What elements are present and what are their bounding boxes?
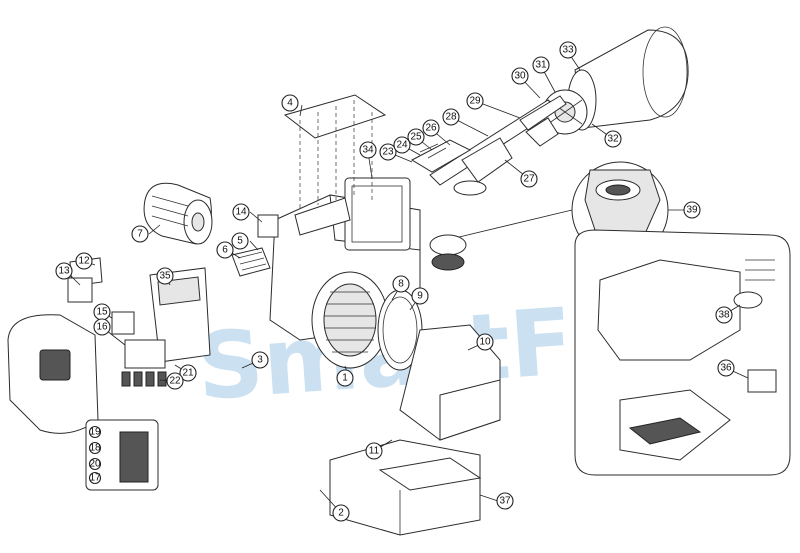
svg-text:16: 16 bbox=[96, 322, 108, 333]
callout-22: 22 bbox=[166, 372, 184, 390]
callout-16: 16 bbox=[93, 318, 111, 336]
callout-30: 30 bbox=[511, 67, 529, 85]
callout-12: 12 bbox=[75, 252, 93, 270]
control-panel-inset bbox=[85, 419, 159, 491]
svg-text:15: 15 bbox=[96, 307, 108, 318]
svg-text:28: 28 bbox=[445, 112, 457, 123]
svg-text:5: 5 bbox=[237, 236, 243, 247]
callout-33: 33 bbox=[559, 41, 577, 59]
callout-14: 14 bbox=[232, 203, 250, 221]
callout-29: 29 bbox=[466, 92, 484, 110]
terminal-block bbox=[121, 371, 167, 387]
svg-text:34: 34 bbox=[362, 145, 374, 156]
callout-13: 13 bbox=[55, 262, 73, 280]
svg-text:38: 38 bbox=[718, 310, 730, 321]
svg-text:20: 20 bbox=[89, 459, 101, 470]
svg-text:11: 11 bbox=[369, 446, 380, 457]
svg-text:1: 1 bbox=[342, 373, 348, 384]
svg-text:31: 31 bbox=[535, 60, 547, 71]
callout-5: 5 bbox=[231, 232, 249, 250]
callout-10: 10 bbox=[476, 333, 494, 351]
svg-text:32: 32 bbox=[607, 134, 619, 145]
svg-text:29: 29 bbox=[469, 96, 481, 107]
callout-35: 35 bbox=[156, 267, 174, 285]
variant-inset bbox=[574, 229, 791, 476]
fan-wheel bbox=[311, 271, 423, 371]
gas-elbow bbox=[453, 137, 513, 196]
callout-31: 31 bbox=[532, 56, 550, 74]
svg-text:7: 7 bbox=[137, 229, 143, 240]
callout-1: 1 bbox=[336, 369, 354, 387]
panel-callout-20: 20 bbox=[88, 457, 102, 471]
svg-text:9: 9 bbox=[417, 291, 423, 302]
callout-23: 23 bbox=[379, 143, 397, 161]
callout-8: 8 bbox=[392, 275, 410, 293]
callout-24: 24 bbox=[393, 136, 411, 154]
callout-11: 11 bbox=[365, 442, 383, 460]
svg-text:17: 17 bbox=[89, 473, 101, 484]
callout-28: 28 bbox=[442, 108, 460, 126]
svg-text:2: 2 bbox=[338, 508, 344, 519]
callout-38: 38 bbox=[715, 306, 733, 324]
svg-text:33: 33 bbox=[562, 45, 574, 56]
svg-text:8: 8 bbox=[398, 279, 404, 290]
svg-text:26: 26 bbox=[425, 123, 437, 134]
svg-text:21: 21 bbox=[182, 368, 194, 379]
burner-cover bbox=[7, 314, 99, 434]
control-panel-assembly bbox=[67, 257, 211, 387]
svg-text:24: 24 bbox=[396, 140, 408, 151]
callout-3: 3 bbox=[251, 351, 269, 369]
svg-text:3: 3 bbox=[257, 355, 263, 366]
panel-callout-18: 18 bbox=[88, 441, 102, 455]
callout-25: 25 bbox=[407, 128, 425, 146]
gas-head bbox=[429, 234, 467, 271]
svg-text:22: 22 bbox=[169, 376, 181, 387]
svg-text:36: 36 bbox=[720, 363, 732, 374]
svg-text:25: 25 bbox=[410, 132, 422, 143]
svg-text:12: 12 bbox=[78, 256, 90, 267]
svg-text:39: 39 bbox=[686, 205, 698, 216]
callout-39: 39 bbox=[683, 201, 701, 219]
fan-motor bbox=[143, 182, 213, 245]
callout-6: 6 bbox=[216, 241, 234, 259]
callout-27: 27 bbox=[520, 170, 538, 188]
panel-callout-19: 19 bbox=[88, 425, 102, 439]
callout-37: 37 bbox=[496, 492, 514, 510]
air-box-lower bbox=[329, 439, 482, 536]
svg-text:30: 30 bbox=[514, 71, 526, 82]
cover-plate bbox=[283, 94, 387, 210]
svg-text:37: 37 bbox=[499, 496, 511, 507]
callout-36: 36 bbox=[717, 359, 735, 377]
svg-text:10: 10 bbox=[479, 337, 491, 348]
callout-4: 4 bbox=[281, 94, 299, 112]
panel-callout-17: 17 bbox=[88, 471, 102, 485]
callout-9: 9 bbox=[411, 287, 429, 305]
lance-bracket bbox=[410, 139, 472, 173]
callout-26: 26 bbox=[422, 119, 440, 137]
svg-text:23: 23 bbox=[382, 147, 394, 158]
svg-text:14: 14 bbox=[235, 207, 247, 218]
svg-text:19: 19 bbox=[89, 427, 101, 438]
callout-21: 21 bbox=[179, 364, 197, 382]
callout-32: 32 bbox=[604, 130, 622, 148]
callout-2: 2 bbox=[332, 504, 350, 522]
svg-text:13: 13 bbox=[58, 266, 70, 277]
svg-text:4: 4 bbox=[287, 98, 293, 109]
callout-7: 7 bbox=[131, 225, 149, 243]
transformer bbox=[231, 214, 279, 277]
callout-34: 34 bbox=[359, 141, 377, 159]
svg-text:6: 6 bbox=[222, 245, 228, 256]
svg-text:35: 35 bbox=[159, 271, 171, 282]
air-intake-box bbox=[399, 324, 501, 441]
svg-text:18: 18 bbox=[89, 443, 101, 454]
svg-text:27: 27 bbox=[523, 174, 535, 185]
callout-15: 15 bbox=[93, 303, 111, 321]
